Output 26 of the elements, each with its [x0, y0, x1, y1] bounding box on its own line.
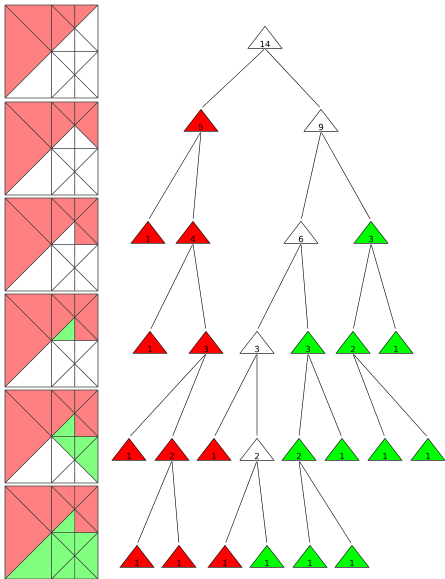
tree-edge — [137, 461, 172, 544]
tree-edge — [225, 461, 257, 543]
tree-edge — [130, 354, 206, 436]
tree-edge — [256, 461, 268, 543]
tree-edge — [148, 132, 201, 220]
tree-edge — [370, 244, 396, 329]
tree-edge — [298, 461, 310, 543]
tree-edge — [258, 244, 301, 330]
tree-edge — [353, 354, 385, 436]
tree-edge — [172, 461, 180, 543]
tree-edge — [150, 244, 193, 330]
tree-edge — [321, 132, 370, 220]
tree-edge — [192, 244, 206, 329]
tree-edge — [301, 132, 322, 219]
tree-edge — [353, 244, 372, 329]
tree-edge — [308, 354, 342, 436]
tree-edge — [353, 354, 427, 436]
tree-edge — [298, 354, 308, 436]
tree-edge — [299, 461, 352, 544]
tree-edge — [192, 132, 202, 219]
tree-edge — [202, 49, 265, 108]
tree-edge — [172, 354, 206, 436]
tree-edge — [214, 354, 257, 436]
tree-edge — [256, 354, 258, 436]
tree-edge — [300, 244, 308, 329]
tree-edge — [265, 49, 320, 108]
